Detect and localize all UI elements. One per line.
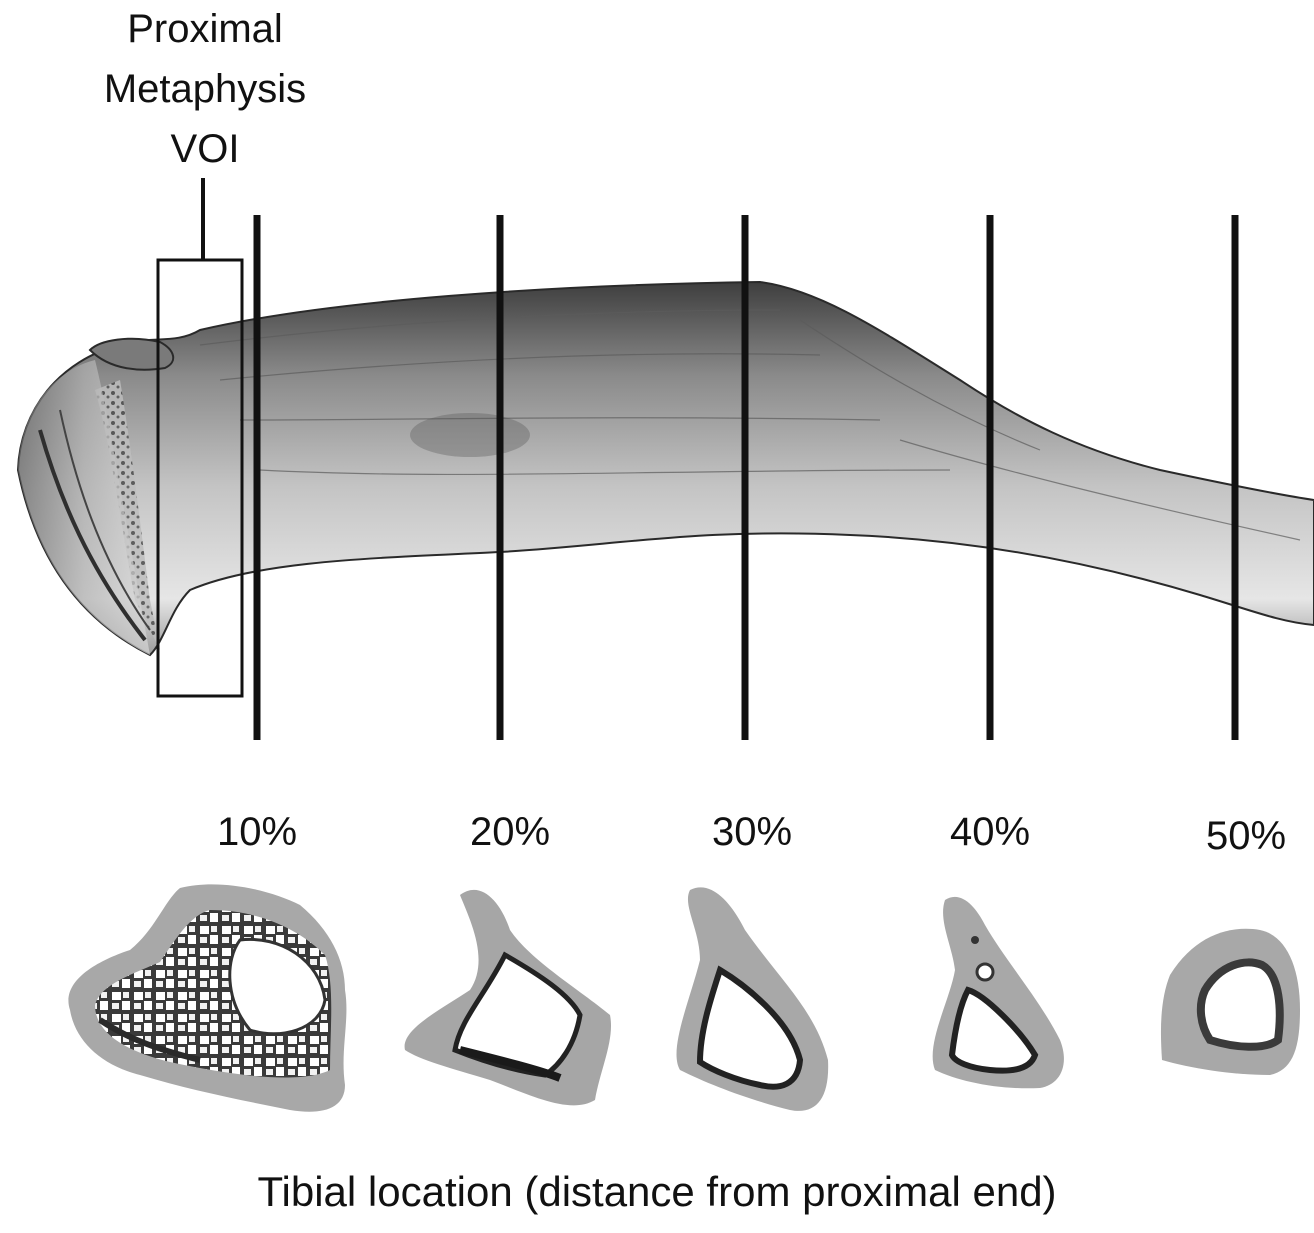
cross-section-20	[405, 890, 611, 1105]
figure-caption: Tibial location (distance from proximal …	[0, 1168, 1314, 1216]
section-label-20: 20%	[440, 810, 580, 855]
cross-section-10	[68, 884, 346, 1111]
tibia-shaft	[18, 282, 1314, 655]
section-label-40: 40%	[920, 810, 1060, 855]
cross-section-50	[1161, 929, 1300, 1075]
section-label-10: 10%	[187, 810, 327, 855]
section-label-30: 30%	[682, 810, 822, 855]
section-label-50: 50%	[1176, 814, 1314, 859]
cross-section-30	[677, 887, 829, 1111]
cross-section-40	[933, 897, 1064, 1088]
